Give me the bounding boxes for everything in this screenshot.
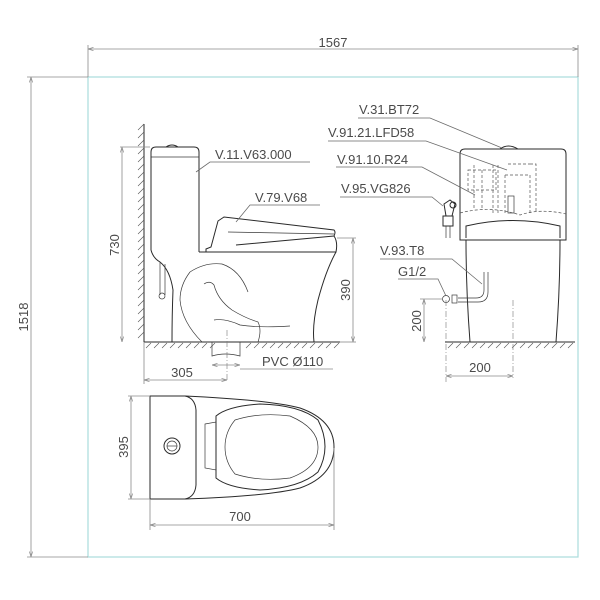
top-seat-opening: [224, 414, 319, 480]
leader-seat: [235, 204, 320, 223]
dim-395-label: 395: [116, 436, 131, 458]
top-bowl-outline: [184, 395, 335, 500]
bowl-front: [313, 251, 337, 343]
drawing-frame: [27, 45, 579, 558]
dim-390-label: 390: [338, 279, 353, 301]
tank-outline: [150, 146, 200, 252]
top-view: [128, 395, 335, 530]
label-angle-valve: V.95.VG826: [341, 181, 411, 196]
seat-lid: [199, 216, 336, 253]
label-seat-code: V.79.V68: [255, 190, 307, 205]
front-bowl-right: [555, 239, 561, 343]
seat-hinge: [204, 421, 217, 471]
overall-height-label: 1518: [16, 303, 31, 332]
front-tank: [459, 148, 567, 241]
dim-700-label: 700: [229, 509, 251, 524]
side-view: [120, 123, 356, 384]
dim-730-label: 730: [107, 234, 122, 256]
leader-button: [358, 117, 503, 149]
label-fill-valve: V.91.10.R24: [337, 152, 408, 167]
outlet-pipe-label: PVC Ø110: [262, 354, 323, 369]
front-seat-lid: [465, 220, 561, 238]
top-seat-lid: [215, 403, 326, 491]
top-tank: [149, 395, 197, 500]
angle-valve-drawing: [442, 199, 457, 238]
dim-inlet-offset-label: 200: [469, 360, 491, 375]
label-thread: G1/2: [398, 264, 426, 279]
label-flush-button: V.31.BT72: [359, 102, 419, 117]
top-flush-button: [163, 437, 181, 455]
label-flush-valve: V.91.21.LFD58: [328, 125, 414, 140]
tank-internals: [459, 163, 567, 216]
bowl-back: [150, 152, 174, 343]
label-hose: V.93.T8: [380, 243, 424, 258]
dim-inlet-height-label: 200: [409, 310, 424, 332]
overall-width-label: 1567: [319, 35, 348, 50]
dim-305-label: 305: [171, 365, 193, 380]
front-bowl-left: [465, 239, 471, 343]
leader-body: [195, 161, 310, 173]
label-body-code: V.11.V63.000: [215, 147, 292, 162]
front-view: [328, 117, 575, 382]
wall-hatch: [137, 123, 145, 339]
